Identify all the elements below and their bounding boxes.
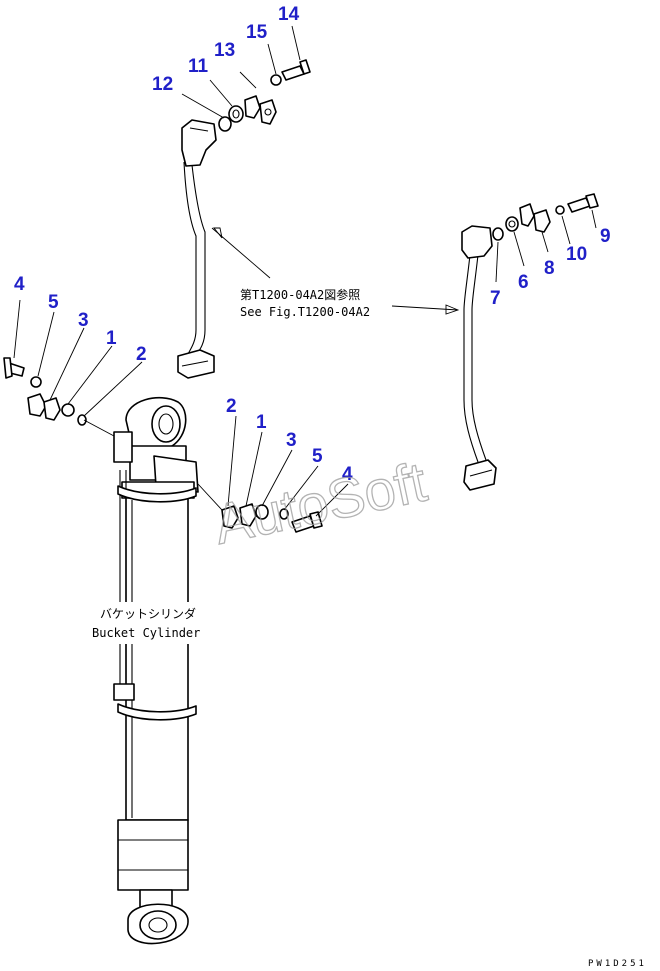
- callout-5-left: 5: [48, 292, 59, 313]
- cylinder-label-en: Bucket Cylinder: [92, 626, 200, 640]
- reference-note-jp: 第T1200-04A2図参照: [240, 287, 360, 302]
- fittings-middle: [221, 503, 323, 533]
- callout-1-mid: 1: [256, 412, 267, 433]
- callout-1-left: 1: [106, 328, 117, 349]
- callout-15: 15: [246, 22, 268, 43]
- hose-top-left: [177, 119, 217, 379]
- callout-8: 8: [544, 258, 555, 279]
- callout-14: 14: [278, 4, 300, 25]
- callout-10: 10: [566, 244, 587, 265]
- callout-4-mid: 4: [342, 464, 353, 485]
- callout-13: 13: [214, 40, 235, 61]
- callout-numbers: 14 15 13 11 12 9 10 8 6 7 4 5 3 1 2 2 1 …: [14, 4, 611, 485]
- drawing-code: PW1D251: [588, 959, 647, 969]
- callout-12: 12: [152, 74, 173, 95]
- hose-top-right: [461, 225, 497, 491]
- callout-2-mid: 2: [226, 396, 237, 417]
- callout-11: 11: [188, 56, 209, 77]
- callout-5-mid: 5: [312, 446, 323, 467]
- fittings-top-left: [218, 59, 311, 132]
- leader-lines: [13, 25, 597, 517]
- reference-note-en: See Fig.T1200-04A2: [240, 305, 370, 319]
- callout-3-mid: 3: [286, 430, 297, 451]
- fittings-top-right: [492, 193, 599, 241]
- callout-6: 6: [518, 272, 529, 293]
- cylinder-label: バケットシリンダ Bucket Cylinder: [88, 602, 222, 644]
- callout-2-left: 2: [136, 344, 147, 365]
- reference-note: 第T1200-04A2図参照 See Fig.T1200-04A2: [240, 287, 370, 319]
- callout-3-left: 3: [78, 310, 89, 331]
- bucket-cylinder: [113, 396, 199, 945]
- callout-7: 7: [490, 288, 501, 309]
- callout-4-left: 4: [14, 274, 25, 295]
- cylinder-label-jp: バケットシリンダ: [100, 606, 196, 621]
- fittings-left: [3, 357, 87, 426]
- callout-9: 9: [600, 226, 611, 247]
